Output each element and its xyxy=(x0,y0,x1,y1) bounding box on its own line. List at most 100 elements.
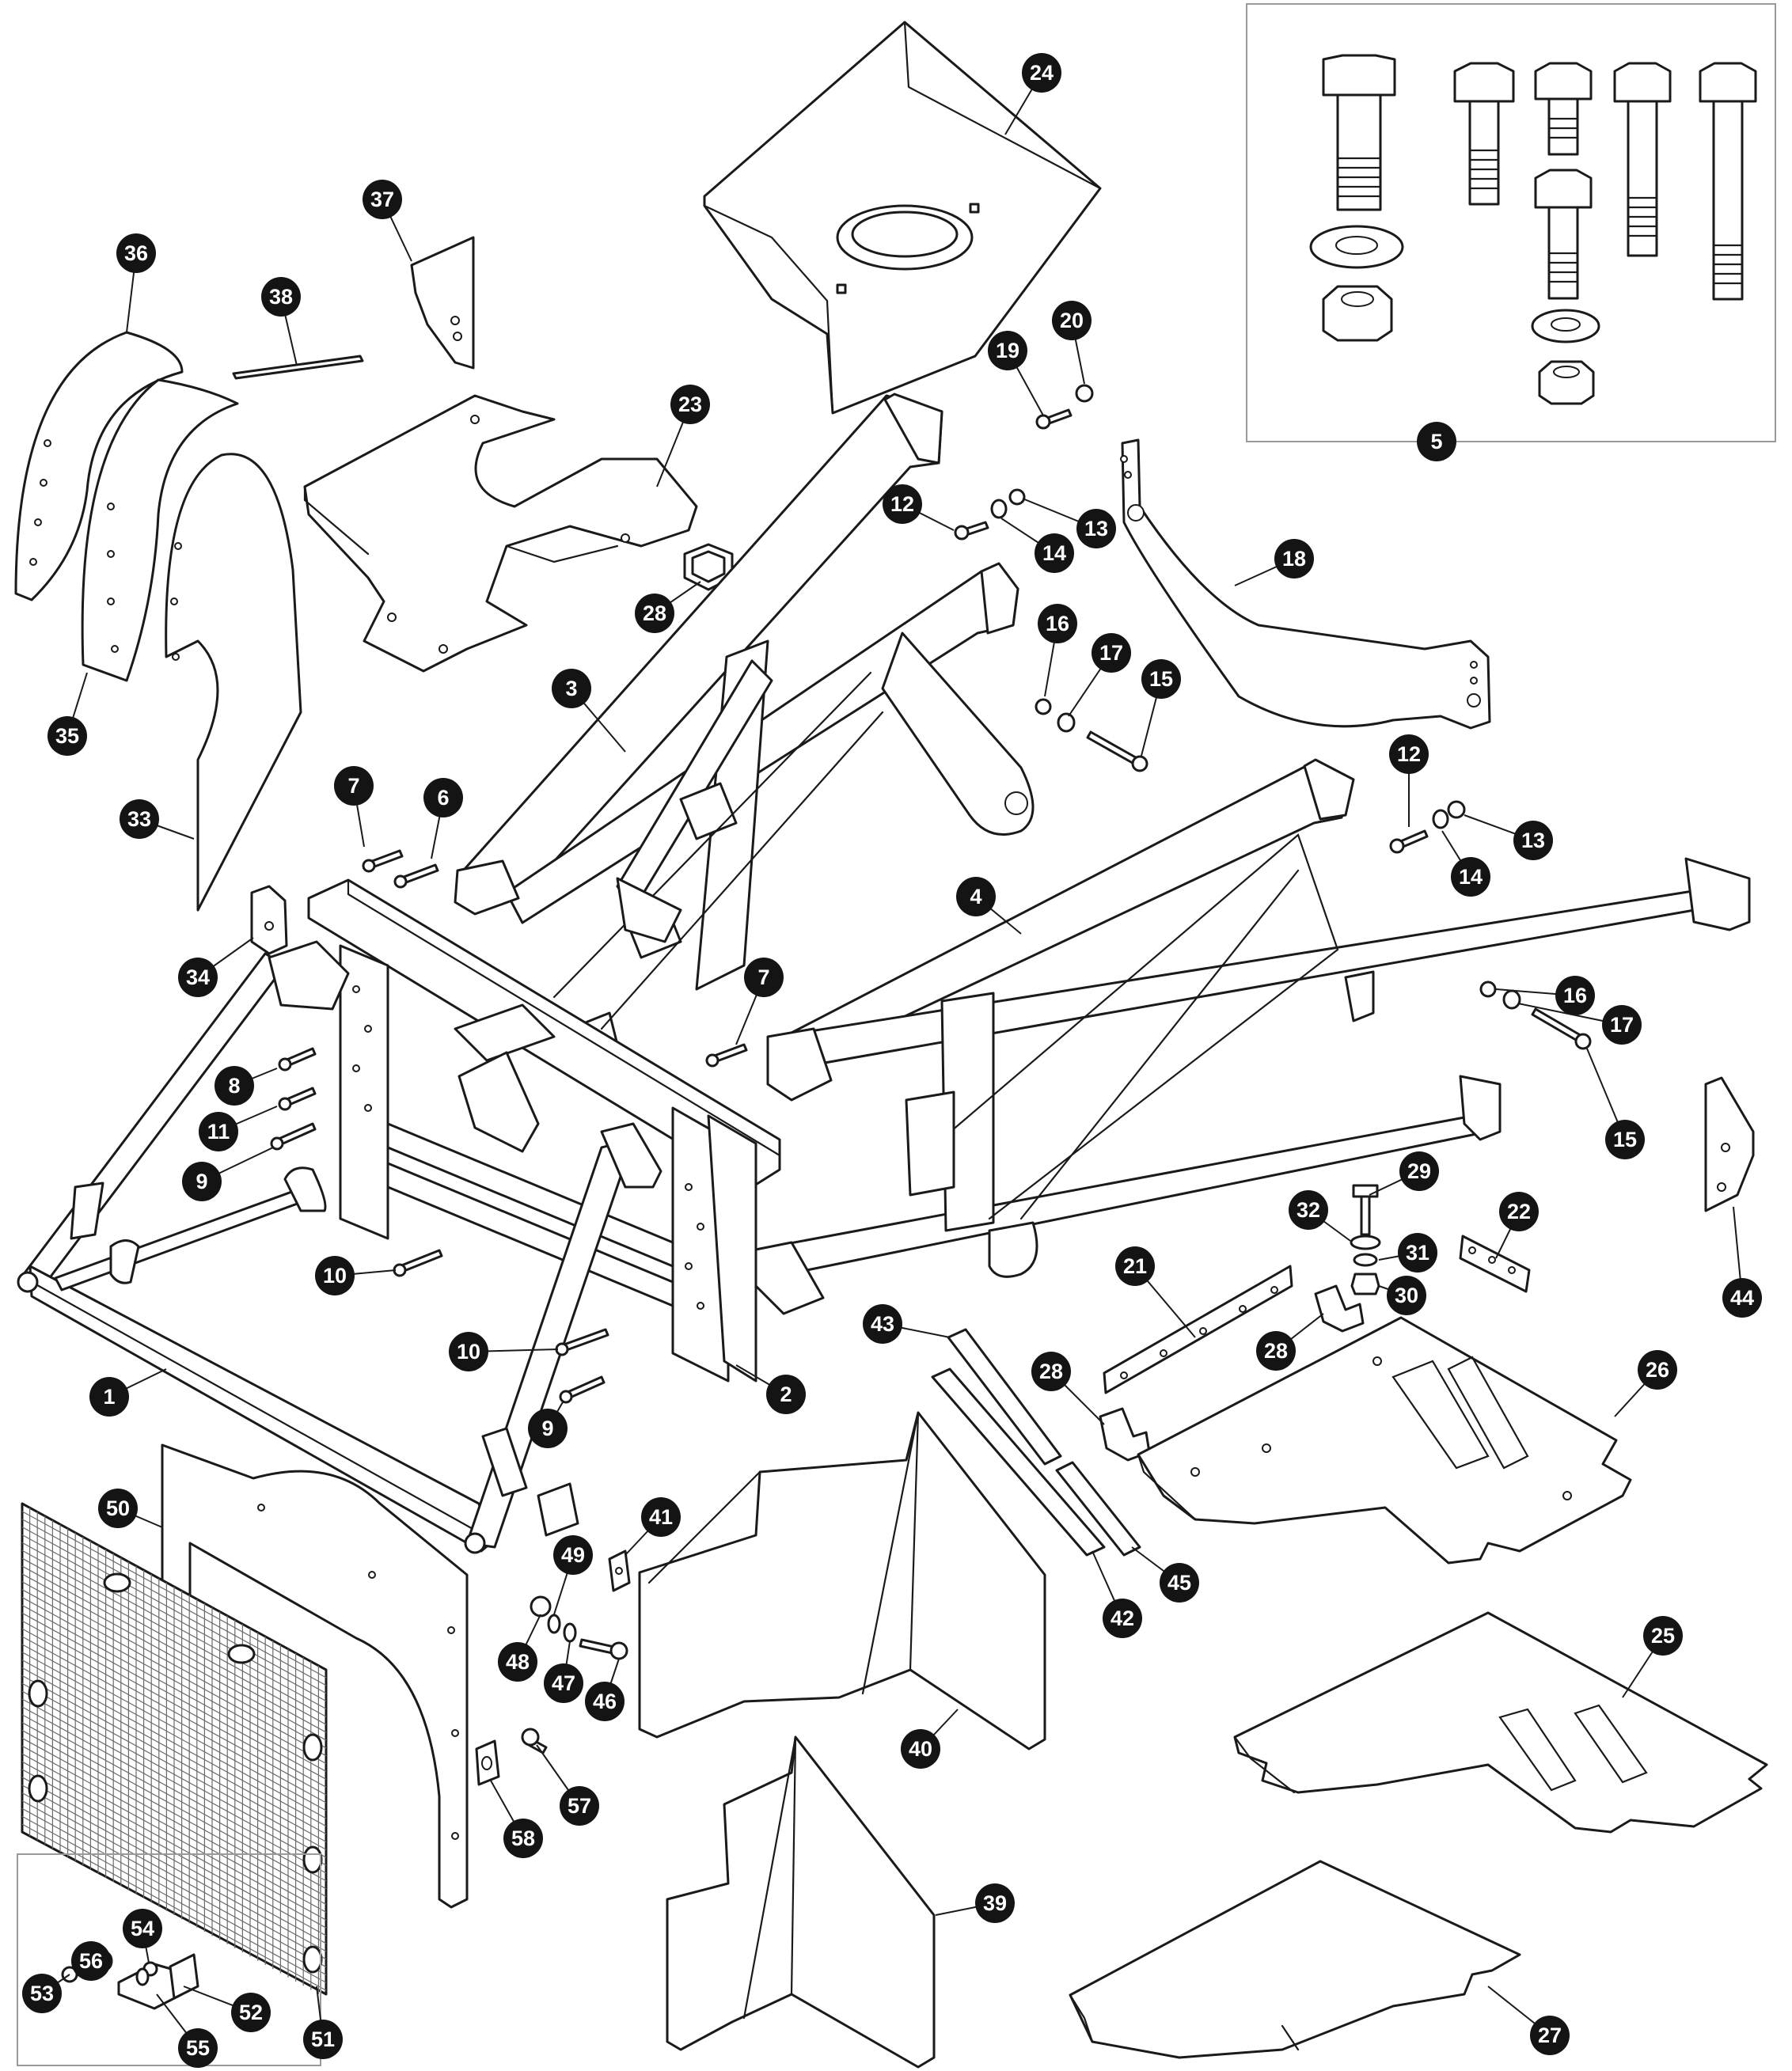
callout-number: 55 xyxy=(186,2036,210,2060)
callout-44: 44 xyxy=(1722,1206,1762,1318)
callout-badge xyxy=(98,1489,138,1528)
callout-43: 43 xyxy=(863,1304,951,1344)
callout-9a: 9 xyxy=(182,1147,274,1201)
part-24-top-cover xyxy=(703,21,1102,415)
callout-23: 23 xyxy=(656,385,710,487)
callout-badge xyxy=(47,716,87,756)
callout-9b: 9 xyxy=(528,1400,568,1448)
callout-number: 15 xyxy=(1613,1128,1637,1151)
callout-7b: 7 xyxy=(735,958,784,1045)
callout-number: 20 xyxy=(1060,309,1084,332)
callout-number: 7 xyxy=(347,774,359,798)
part-44-plate xyxy=(1704,1076,1755,1212)
callout-18: 18 xyxy=(1234,539,1314,586)
callout-badge xyxy=(975,1883,1015,1923)
callout-36: 36 xyxy=(116,233,156,333)
callout-number: 52 xyxy=(239,2001,263,2024)
part-2-crossmember xyxy=(307,878,781,1383)
callout-badge xyxy=(1076,509,1116,548)
callout-40: 40 xyxy=(901,1709,959,1769)
callout-badge xyxy=(1417,422,1456,461)
callout-57: 57 xyxy=(536,1744,599,1826)
callout-badge xyxy=(182,1162,222,1201)
part-45-strip xyxy=(1055,1461,1141,1557)
callout-number: 47 xyxy=(552,1671,575,1695)
callout-badge xyxy=(1513,821,1553,860)
callout-56: 56 xyxy=(71,1941,111,1981)
callout-number: 16 xyxy=(1046,612,1069,635)
callout-number: 28 xyxy=(643,601,666,625)
callout-5: 5 xyxy=(1417,422,1456,461)
callout-badge xyxy=(423,778,463,817)
callout-31: 31 xyxy=(1378,1233,1437,1273)
part-28-bracket-mid xyxy=(1099,1284,1365,1462)
callout-number: 2 xyxy=(780,1383,792,1406)
callout-55: 55 xyxy=(156,1993,218,2068)
part-25-floor-panel xyxy=(1233,1611,1768,1834)
callout-badge xyxy=(1052,301,1092,340)
callout-badge xyxy=(334,766,374,806)
callout-number: 5 xyxy=(1430,430,1442,453)
callout-number: 35 xyxy=(55,724,79,748)
callout-badge xyxy=(585,1682,625,1721)
callout-25: 25 xyxy=(1622,1616,1683,1698)
callout-16a: 16 xyxy=(1038,604,1077,697)
callout-badge xyxy=(1141,659,1181,699)
callout-37: 37 xyxy=(363,180,412,262)
callout-53: 53 xyxy=(22,1974,70,2013)
callout-58: 58 xyxy=(490,1780,543,1858)
callout-badge xyxy=(449,1332,488,1371)
fasteners xyxy=(270,384,1592,1786)
callout-number: 53 xyxy=(30,1982,54,2005)
callout-badge xyxy=(641,1497,681,1537)
callout-badge xyxy=(71,1941,111,1981)
callout-54: 54 xyxy=(123,1909,162,1963)
callout-15a: 15 xyxy=(1141,659,1181,757)
callout-number: 57 xyxy=(568,1794,591,1818)
callout-number: 44 xyxy=(1730,1286,1754,1310)
part-21-strip xyxy=(1103,1265,1293,1394)
callout-number: 50 xyxy=(106,1496,130,1520)
callout-2: 2 xyxy=(735,1364,806,1414)
callout-number: 23 xyxy=(678,393,702,416)
callout-number: 19 xyxy=(996,339,1019,362)
callout-badge xyxy=(1115,1246,1155,1286)
callout-number: 12 xyxy=(890,492,914,516)
callout-48: 48 xyxy=(498,1614,541,1682)
callout-38: 38 xyxy=(261,277,301,366)
callout-number: 26 xyxy=(1646,1358,1669,1382)
callout-11: 11 xyxy=(199,1106,278,1151)
callout-badge xyxy=(901,1729,940,1769)
callout-badge xyxy=(1499,1192,1539,1231)
callout-45: 45 xyxy=(1131,1546,1199,1603)
part-4-frame-lower xyxy=(750,758,1751,1315)
callout-number: 7 xyxy=(757,965,769,989)
callout-number: 14 xyxy=(1042,541,1066,565)
callout-number: 48 xyxy=(506,1650,530,1674)
part-28-bracket-upper xyxy=(683,543,734,591)
callout-badge xyxy=(1389,734,1429,774)
callout-13a: 13 xyxy=(1022,498,1116,548)
callout-3: 3 xyxy=(552,669,626,753)
callout-number: 41 xyxy=(649,1505,673,1529)
callout-number: 56 xyxy=(79,1949,103,1973)
part-43-strip xyxy=(947,1328,1062,1466)
callout-badge xyxy=(1605,1120,1645,1159)
callout-number: 51 xyxy=(311,2027,335,2051)
callout-39: 39 xyxy=(935,1883,1015,1923)
callout-28b: 28 xyxy=(1031,1352,1105,1425)
callout-number: 25 xyxy=(1651,1624,1675,1648)
callout-badge xyxy=(1031,1352,1071,1391)
callout-badge xyxy=(1256,1331,1296,1371)
callout-number: 13 xyxy=(1521,829,1545,852)
callout-badge xyxy=(956,877,996,916)
part-37-plate xyxy=(410,236,475,370)
callout-badge xyxy=(123,1909,162,1948)
callout-number: 17 xyxy=(1099,641,1123,665)
callout-27: 27 xyxy=(1487,1986,1570,2055)
callout-28c: 28 xyxy=(1256,1313,1324,1371)
callout-number: 11 xyxy=(207,1120,230,1144)
callout-number: 36 xyxy=(124,241,148,265)
callout-20: 20 xyxy=(1052,301,1092,385)
